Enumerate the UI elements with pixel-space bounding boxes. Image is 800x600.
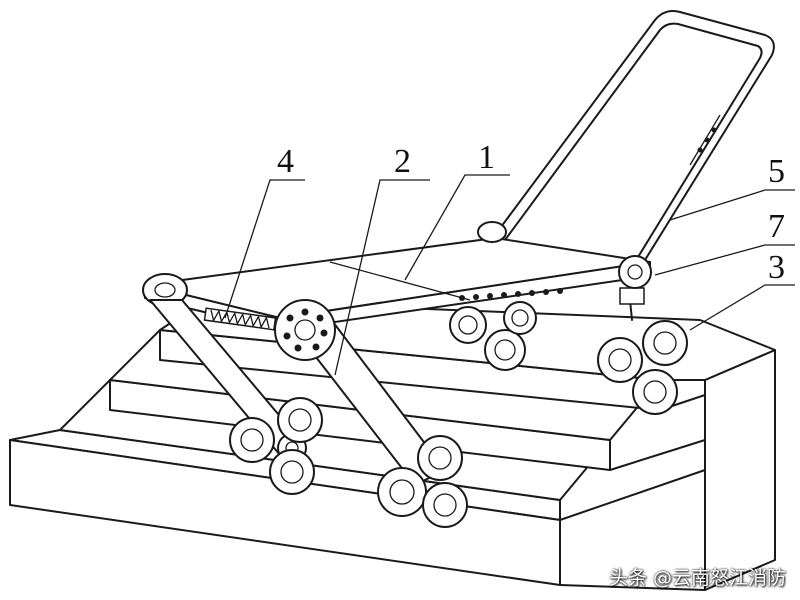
wheel <box>277 397 323 443</box>
callout-7: 7 <box>768 208 785 245</box>
wheel <box>449 306 487 344</box>
callout-3: 3 <box>768 249 785 286</box>
wheel <box>269 449 315 495</box>
wheel <box>484 329 526 371</box>
wheel <box>642 320 688 366</box>
hinge-wheel <box>618 255 652 289</box>
wheel-cluster-middle <box>377 435 468 528</box>
wheel <box>229 417 275 463</box>
handle-frame <box>494 10 775 263</box>
wheel <box>597 337 643 383</box>
callout-2: 2 <box>394 143 411 180</box>
wheel <box>632 369 678 415</box>
wheel-cluster-rear <box>449 301 537 371</box>
callout-leaders <box>224 174 795 376</box>
watermark-text: 头条 @云南怒江消防 <box>608 567 786 589</box>
axle-bolts <box>459 288 563 301</box>
wheel <box>422 482 468 528</box>
wheel <box>377 467 427 517</box>
callout-5: 5 <box>768 153 785 190</box>
wheel-cluster-left <box>229 397 323 495</box>
callout-4: 4 <box>277 143 294 180</box>
wheel <box>417 435 463 481</box>
wheel-cluster-3 <box>597 287 688 415</box>
callout-1: 1 <box>478 139 495 176</box>
wheel <box>503 301 537 335</box>
